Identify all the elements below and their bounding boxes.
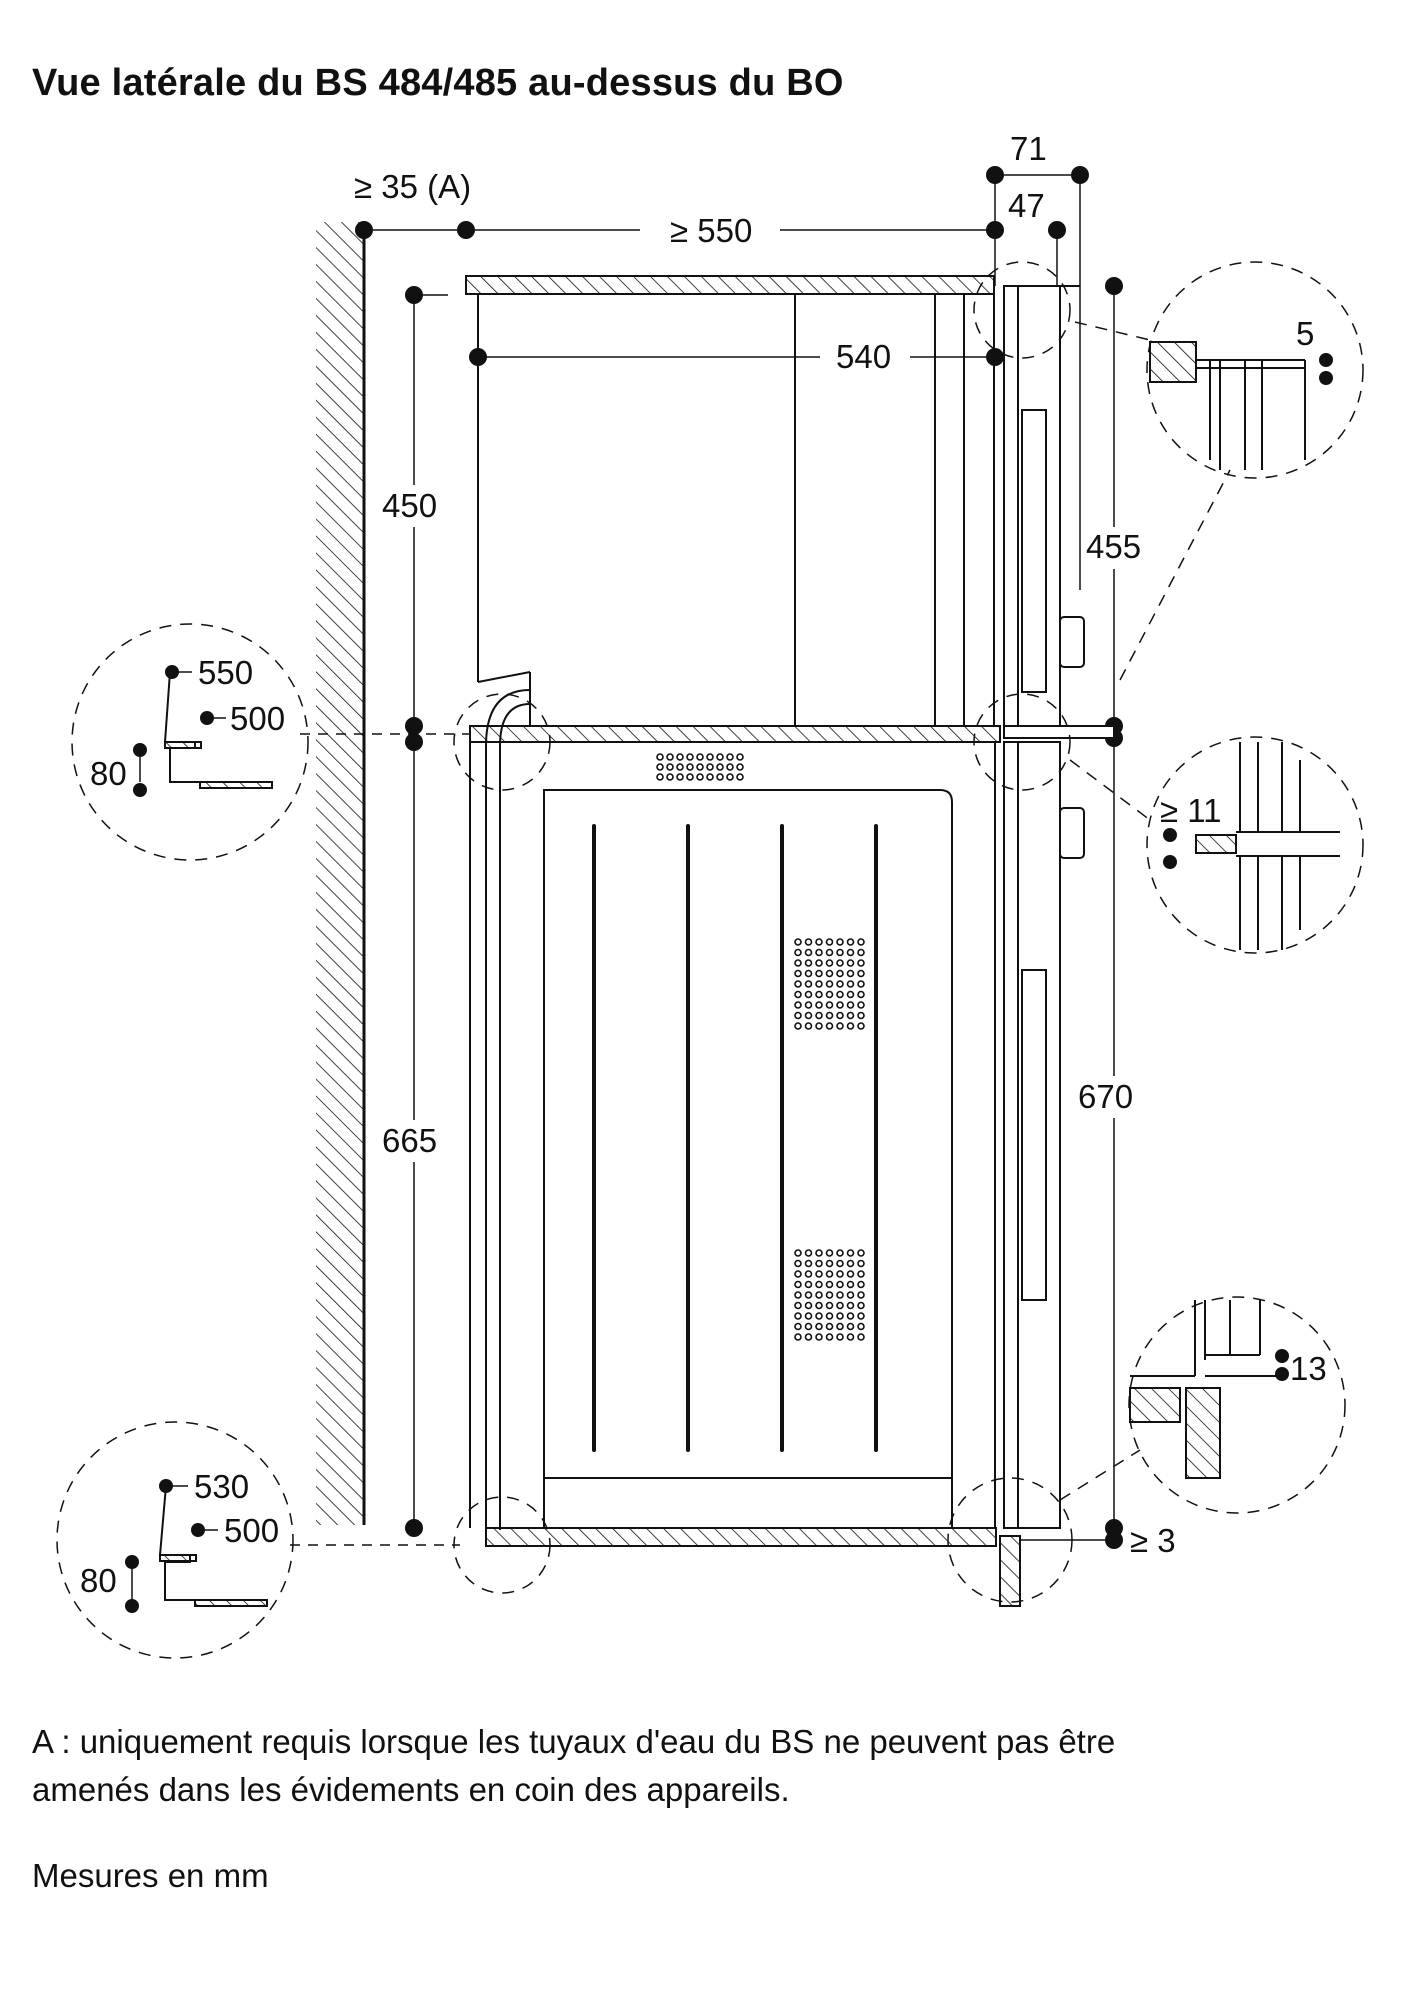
dim-71: 71 [1010,130,1047,167]
footnote: A : uniquement requis lorsque les tuyaux… [32,1723,1116,1808]
detail-right-middle [1195,742,1340,950]
dim-3: ≥ 3 [1130,1522,1176,1559]
oven-body [469,742,996,1528]
wall [316,222,366,1525]
dim-455: 455 [1086,528,1141,565]
dim-depth-min: ≥ 550 [670,212,752,249]
vertical-dimension-lines [290,286,1115,1546]
detail-bl-b: 500 [224,1512,279,1549]
detail-bottom-left [131,1485,268,1607]
detail-top-left [139,671,273,789]
detail-bottom-right [1129,1300,1280,1479]
dim-450: 450 [382,487,437,524]
detail-circles [56,261,1364,1659]
oven-rack-guides [592,824,878,1452]
steam-oven-body [465,275,995,726]
detail-tl-c: 80 [90,755,127,792]
ventilation-grilles [656,753,865,1341]
detail-tl-b: 500 [230,700,285,737]
dimension-dots [355,166,1123,1549]
detail-tl-a: 550 [198,654,253,691]
detail-bl-a: 530 [194,1468,249,1505]
detail-top-right [1149,341,1306,470]
dim-13: 13 [1290,1350,1327,1387]
bottom-shelf [485,1527,1021,1607]
side-view-drawing: ≥ 35 (A) ≥ 550 71 47 540 [56,130,1364,1659]
dim-665: 665 [382,1122,437,1159]
units-note: Mesures en mm [32,1857,269,1894]
water-pipes [485,689,531,1530]
dim-11: ≥ 11 [1160,792,1222,829]
dim-wall-gap: ≥ 35 (A) [354,168,471,205]
middle-shelf [469,725,1115,743]
detail-bl-c: 80 [80,1562,117,1599]
page-title: Vue latérale du BS 484/485 au-dessus du … [32,62,844,104]
dim-47: 47 [1008,187,1045,224]
oven-door [1003,741,1085,1529]
dim-540: 540 [836,338,891,375]
dim-5: 5 [1296,315,1314,352]
dim-670: 670 [1078,1078,1133,1115]
